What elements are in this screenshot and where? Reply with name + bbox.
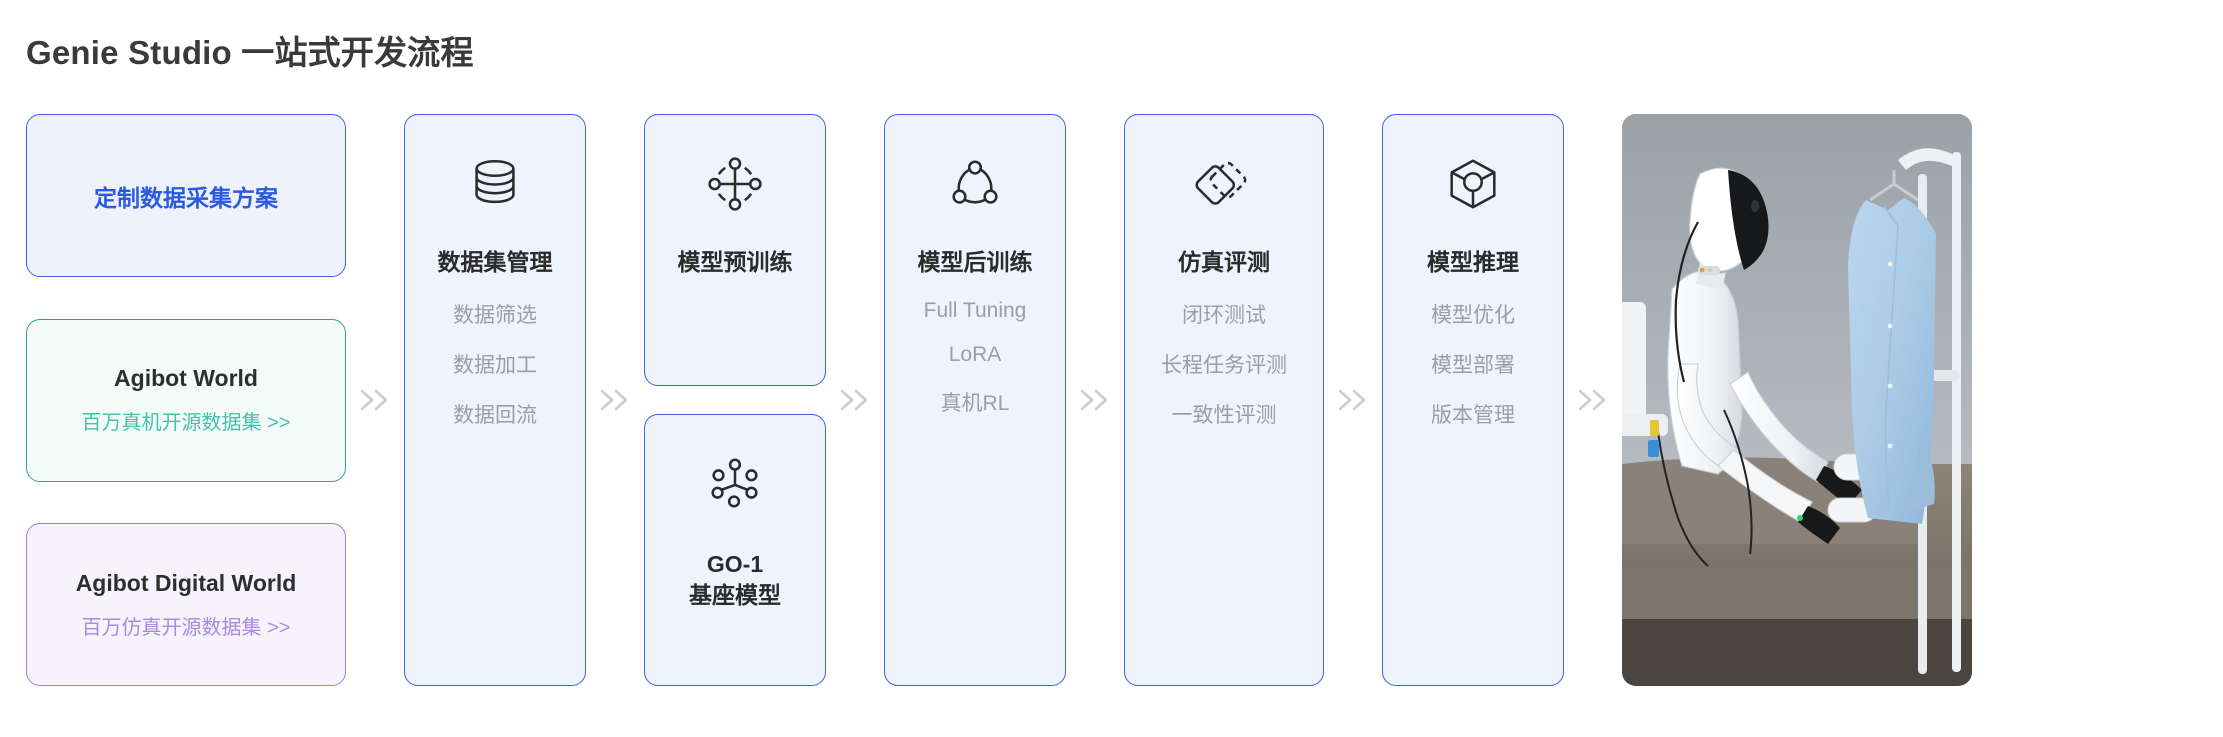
stage-title: 模型预训练 <box>677 249 793 275</box>
double-chevron-icon <box>360 389 388 411</box>
chevron-separator-3 <box>826 114 884 686</box>
pretrain-node-icon <box>704 147 766 221</box>
stage-item-list: 闭环测试 长程任务评测 一致性评测 <box>1161 299 1287 429</box>
stage-item[interactable]: 模型部署 <box>1431 354 1515 377</box>
stage-item[interactable]: 模型优化 <box>1431 304 1515 327</box>
data-source-column: 定制数据采集方案 Agibot World 百万真机开源数据集 >> Agibo… <box>26 114 346 686</box>
chevron-separator-2 <box>586 114 644 686</box>
network-nodes-icon <box>704 447 766 521</box>
robot-demo-photo <box>1622 114 1972 686</box>
chevron-separator-1 <box>346 114 404 686</box>
agibot-digital-world-name: Agibot Digital World <box>75 569 297 596</box>
cube-core-icon <box>1442 147 1504 221</box>
stage-dataset-management[interactable]: 数据集管理 数据筛选 数据加工 数据回流 <box>404 114 586 686</box>
agibot-digital-world-subtitle-link[interactable]: 百万仿真开源数据集 >> <box>81 616 291 639</box>
custom-data-collection-card[interactable]: 定制数据采集方案 <box>26 114 346 277</box>
stage-model-pretraining[interactable]: 模型预训练 GO-1 基座模型 <box>644 114 826 686</box>
stage-model-posttraining[interactable]: 模型后训练 Full Tuning LoRA 真机RL <box>884 114 1066 686</box>
chevron-separator-6 <box>1564 114 1622 686</box>
database-icon <box>464 147 526 221</box>
stage-item[interactable]: 版本管理 <box>1431 404 1515 427</box>
stage-title: 数据集管理 <box>437 249 553 275</box>
go1-base-model-title: GO-1 基座模型 <box>689 549 781 611</box>
stage-model-inference[interactable]: 模型推理 模型优化 模型部署 版本管理 <box>1382 114 1564 686</box>
stage-title: 模型推理 <box>1427 249 1519 275</box>
stage-item[interactable]: 数据筛选 <box>453 304 537 327</box>
agibot-digital-world-card[interactable]: Agibot Digital World 百万仿真开源数据集 >> <box>26 523 346 686</box>
stage-card-simulation-evaluation[interactable]: 仿真评测 闭环测试 长程任务评测 一致性评测 <box>1124 114 1324 686</box>
column-gap <box>644 386 826 414</box>
stage-item[interactable]: 长程任务评测 <box>1161 354 1287 377</box>
double-chevron-icon <box>1080 389 1108 411</box>
agibot-world-subtitle-link[interactable]: 百万真机开源数据集 >> <box>81 412 291 434</box>
stage-card-go1-base-model[interactable]: GO-1 基座模型 <box>644 414 826 686</box>
chevron-separator-5 <box>1324 114 1382 686</box>
robot-scene-illustration <box>1622 114 1972 686</box>
agibot-world-card[interactable]: Agibot World 百万真机开源数据集 >> <box>26 318 346 482</box>
dual-diamond-icon <box>1193 147 1255 221</box>
double-chevron-icon <box>840 389 868 411</box>
pipeline-flow: 定制数据采集方案 Agibot World 百万真机开源数据集 >> Agibo… <box>26 114 1972 686</box>
stage-title: 仿真评测 <box>1178 249 1270 275</box>
stage-item[interactable]: Full Tuning <box>923 299 1027 322</box>
stage-item[interactable]: 真机RL <box>940 392 1010 415</box>
stage-item[interactable]: 一致性评测 <box>1171 404 1277 427</box>
go1-line-1: GO-1 <box>706 551 764 577</box>
double-chevron-icon <box>1338 389 1366 411</box>
stage-card-dataset-management[interactable]: 数据集管理 数据筛选 数据加工 数据回流 <box>404 114 586 686</box>
double-chevron-icon <box>600 389 628 411</box>
double-chevron-icon <box>1578 389 1606 411</box>
stage-item[interactable]: 数据加工 <box>453 354 537 377</box>
custom-data-collection-label: 定制数据采集方案 <box>94 184 278 211</box>
stage-item-list: 模型优化 模型部署 版本管理 <box>1431 299 1515 429</box>
stage-card-model-pretraining[interactable]: 模型预训练 <box>644 114 826 386</box>
page-title: Genie Studio 一站式开发流程 <box>26 34 474 71</box>
stage-item-list: Full Tuning LoRA 真机RL <box>924 299 1027 417</box>
stage-simulation-evaluation[interactable]: 仿真评测 闭环测试 长程任务评测 一致性评测 <box>1124 114 1324 686</box>
stage-item[interactable]: LoRA <box>948 343 1002 366</box>
stage-card-model-inference[interactable]: 模型推理 模型优化 模型部署 版本管理 <box>1382 114 1564 686</box>
go1-line-2: 基座模型 <box>689 582 781 609</box>
stage-item[interactable]: 闭环测试 <box>1182 304 1266 327</box>
triangle-nodes-icon <box>944 147 1006 221</box>
stage-item[interactable]: 数据回流 <box>453 404 537 427</box>
stage-item-list: 数据筛选 数据加工 数据回流 <box>453 299 537 429</box>
stage-card-model-posttraining[interactable]: 模型后训练 Full Tuning LoRA 真机RL <box>884 114 1066 686</box>
agibot-world-name: Agibot World <box>114 365 258 391</box>
chevron-separator-4 <box>1066 114 1124 686</box>
stage-title: 模型后训练 <box>917 249 1033 275</box>
